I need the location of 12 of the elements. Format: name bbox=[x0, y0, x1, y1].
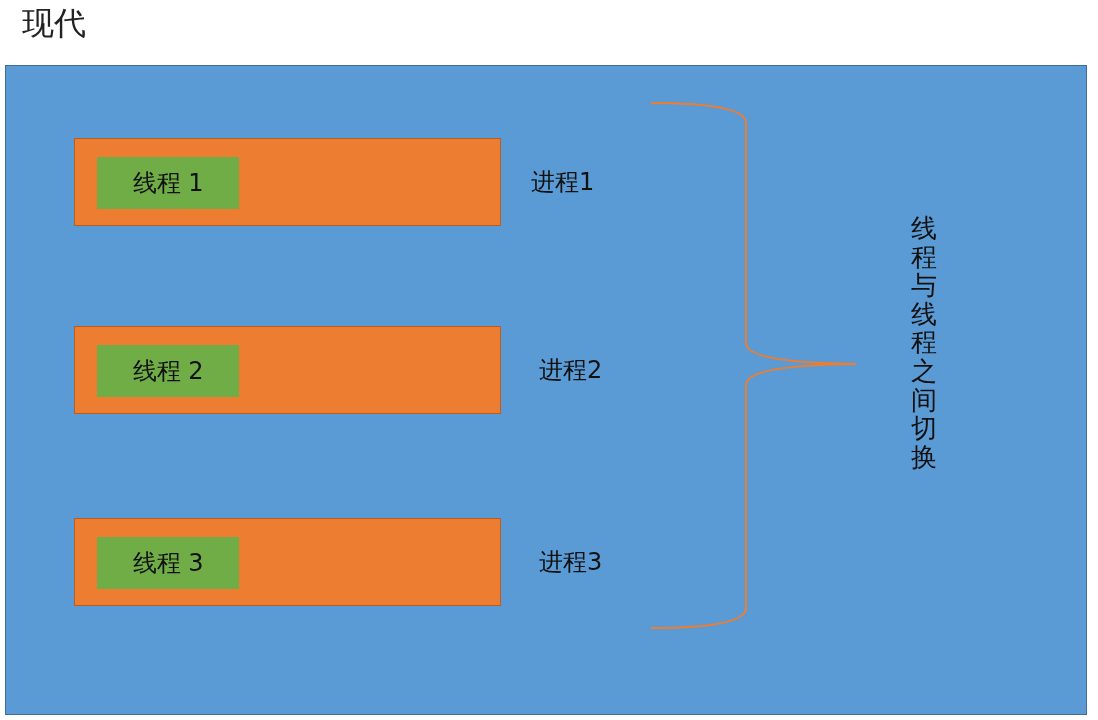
vertical-label: 线程与线程之间切换 bbox=[911, 214, 937, 472]
process-label: 进程3 bbox=[539, 547, 603, 578]
thread-box: 线程 2 bbox=[97, 345, 239, 397]
panel-background bbox=[5, 65, 1087, 715]
thread-box: 线程 1 bbox=[97, 157, 239, 209]
diagram-title: 现代 bbox=[22, 3, 86, 44]
thread-box: 线程 3 bbox=[97, 537, 239, 589]
process-box bbox=[74, 518, 501, 606]
process-label: 进程2 bbox=[539, 355, 603, 386]
process-box bbox=[74, 138, 501, 226]
process-label: 进程1 bbox=[531, 167, 595, 198]
process-box bbox=[74, 326, 501, 414]
